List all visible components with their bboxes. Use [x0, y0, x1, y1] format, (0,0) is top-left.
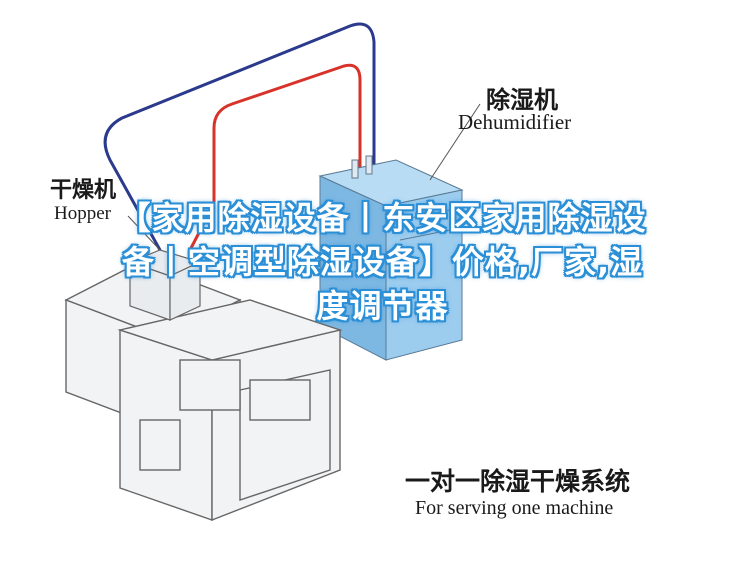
system-caption-en: For serving one machine	[415, 497, 614, 519]
dehumidifier-leader	[429, 103, 481, 181]
machine-base	[64, 261, 343, 522]
hopper-label-cn: 干燥机	[50, 178, 117, 203]
hopper-label-en: Hopper	[54, 203, 111, 224]
dehumidifier-unit	[318, 155, 464, 361]
red-pipe	[188, 63, 362, 264]
pipes	[103, 22, 376, 264]
overlay-title: 【家用除湿设备丨东安区家用除湿设备丨空调型除湿设备】价格,厂家,湿度调节器	[118, 199, 647, 325]
dehumidifier-label-en: Dehumidifier	[458, 110, 572, 134]
system-caption-cn: 一对一除湿干燥系统	[405, 467, 631, 496]
blue-pipe	[103, 22, 376, 264]
hopper	[128, 249, 202, 321]
dehumidifier-label-cn: 除湿机	[486, 86, 558, 114]
hopper-leader	[127, 215, 161, 251]
